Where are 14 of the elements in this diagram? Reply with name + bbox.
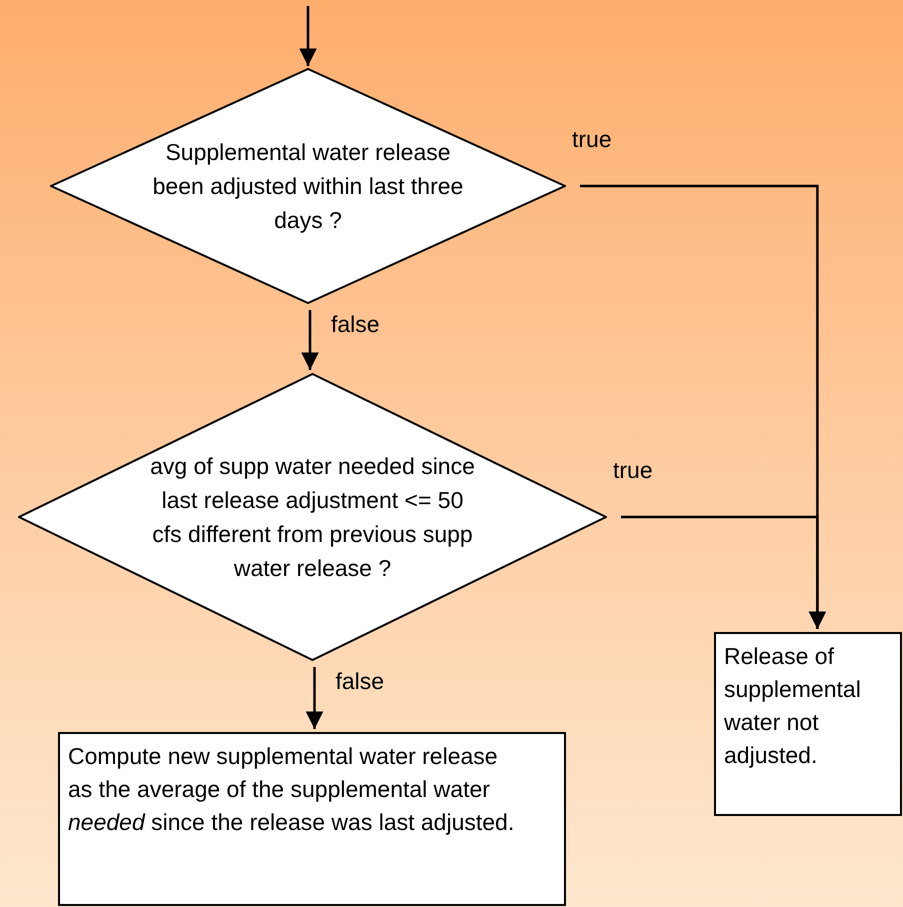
arrow — [301, 310, 319, 370]
edge-label: false — [331, 310, 380, 339]
arrow — [299, 6, 317, 66]
decision-text: avg of supp water needed since last release adjustment <= 50 cfs different from previous supp water release ? — [149, 452, 476, 583]
process-box — [58, 732, 566, 906]
process-text: Compute new supplemental water release as the average of the supplemental water needed since the release was last adjusted. — [68, 742, 516, 837]
arrow — [621, 516, 826, 629]
arrow — [306, 667, 324, 729]
edge-label: false — [336, 667, 384, 696]
edge-label: true — [613, 456, 653, 485]
decision-text: Supplemental water release been adjusted within last three days ? — [152, 138, 464, 235]
edge-label: true — [572, 125, 612, 154]
process-text: Release of supplemental water not adjusted. — [724, 642, 860, 770]
process-box — [714, 632, 902, 816]
